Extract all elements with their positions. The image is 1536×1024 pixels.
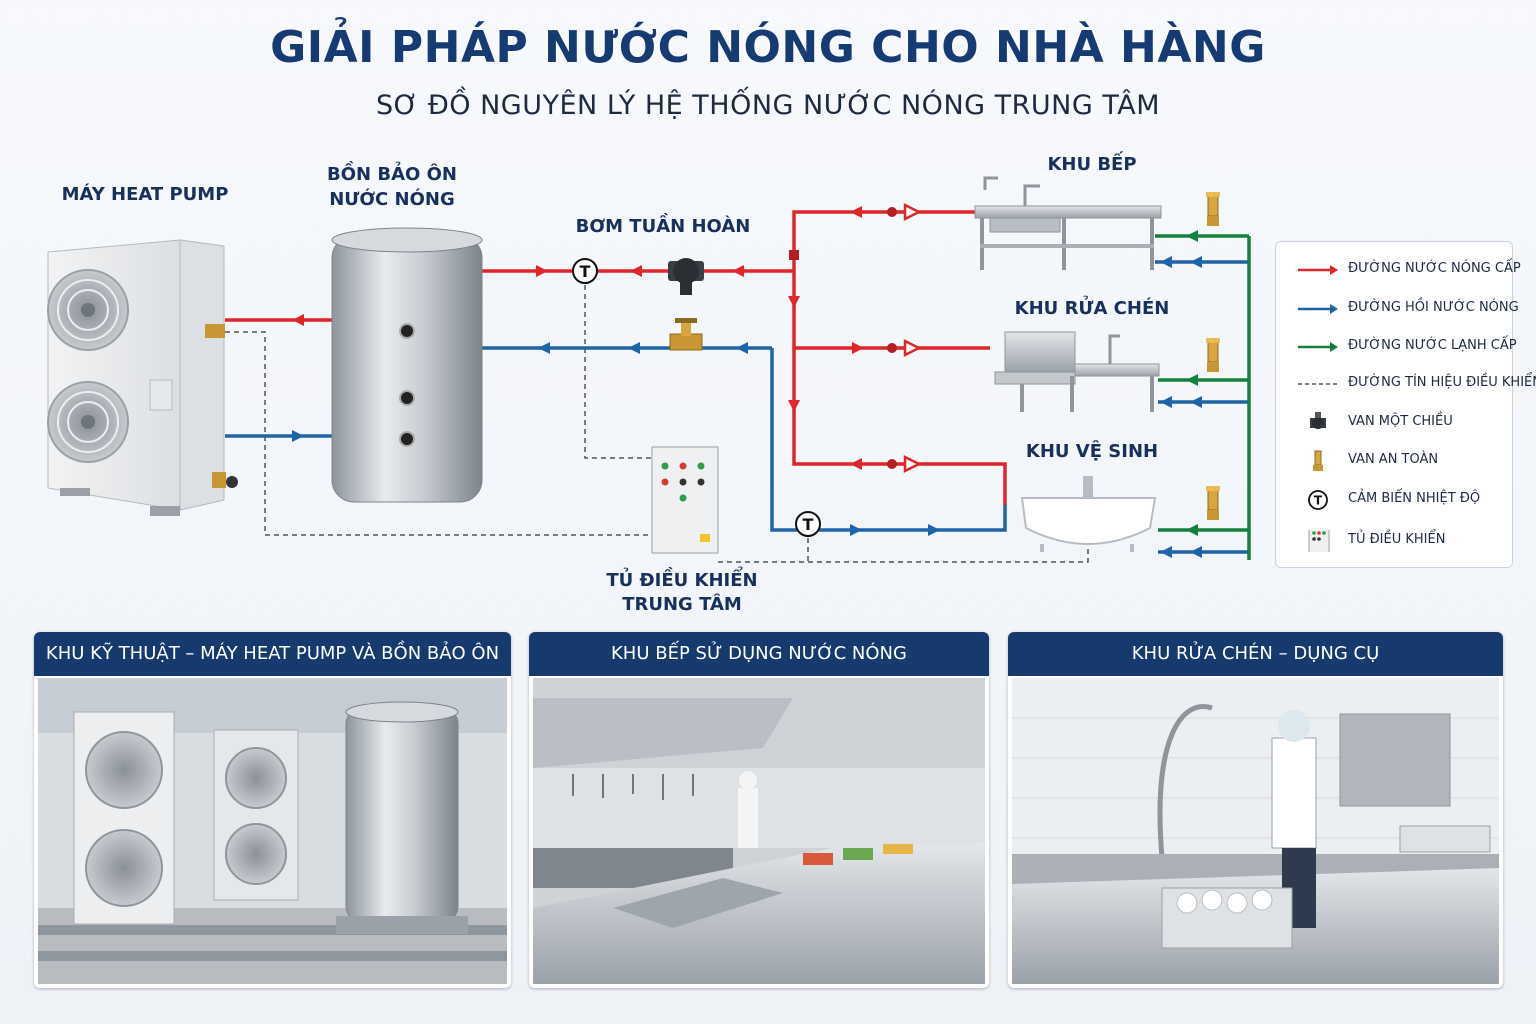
legend-item-cold-supply: ĐƯỜNG NƯỚC LẠNH CẤP (1276, 332, 1517, 362)
legend-label: ĐƯỜNG NƯỚC LẠNH CẤP (1348, 338, 1517, 353)
legend-item-hot-supply: ĐƯỜNG NƯỚC NÓNG CẤP (1276, 255, 1521, 285)
svg-text:T: T (803, 515, 814, 534)
schematic-diagram: T T (47, 176, 1251, 563)
legend-label: ĐƯỜNG TÍN HIỆU ĐIỀU KHIỂN (1348, 375, 1536, 390)
legend-label: ĐƯỜNG NƯỚC NÓNG CẤP (1348, 261, 1521, 276)
temperature-sensor-icon: T (1308, 490, 1328, 510)
kitchen-sink (974, 176, 1162, 270)
restroom-label: KHU VỆ SINH (1025, 441, 1159, 462)
tank-label-line1: BỒN BẢO ÔN (327, 164, 457, 185)
cold-supply-arrows (1186, 230, 1198, 536)
legend-label: VAN AN TOÀN (1348, 452, 1439, 467)
red-arrow-line-icon (1298, 265, 1338, 275)
legend-item-safety-valve: VAN AN TOÀN (1276, 446, 1514, 476)
hot-check-valves (789, 202, 922, 474)
tank-label-line2: NƯỚC NÓNG (329, 189, 455, 210)
panel-title: KHU RỬA CHÉN – DỤNG CỤ (1008, 632, 1503, 676)
svg-text:T: T (580, 262, 591, 281)
dashed-line-icon (1298, 383, 1338, 385)
controller-label-line1: TỦ ĐIỀU KHIỂN (606, 570, 758, 591)
hot-return-arrows (292, 256, 1202, 558)
panel-kitchen: KHU BẾP SỬ DỤNG NƯỚC NÓNG (529, 632, 989, 988)
page-title: GIẢI PHÁP NƯỚC NÓNG CHO NHÀ HÀNG (270, 22, 1266, 73)
temperature-sensor: T (572, 258, 598, 284)
legend-label: CẢM BIẾN NHIỆT ĐỘ (1348, 491, 1481, 506)
control-signal-lines (225, 285, 1089, 563)
fan-icon (47, 269, 129, 351)
control-cabinet (651, 446, 719, 554)
panel-title: KHU KỸ THUẬT – MÁY HEAT PUMP VÀ BỒN BẢO … (34, 632, 511, 676)
legend-item-signal: ĐƯỜNG TÍN HIỆU ĐIỀU KHIỂN (1276, 369, 1536, 399)
blue-arrow-line-icon (1298, 304, 1338, 314)
page-subtitle: SƠ ĐỒ NGUYÊN LÝ HỆ THỐNG NƯỚC NÓNG TRUNG… (375, 90, 1161, 121)
panel-title: KHU BẾP SỬ DỤNG NƯỚC NÓNG (529, 632, 989, 676)
fan-icon (47, 381, 129, 463)
safety-valve-icon (1313, 450, 1323, 471)
legend-item-control-cabinet: TỦ ĐIỀU KHIỂN (1276, 526, 1514, 556)
legend-label: VAN MỘT CHIỀU (1348, 414, 1453, 429)
cold-supply-pipes (1155, 234, 1251, 560)
heat-pump-label: MÁY HEAT PUMP (61, 184, 229, 205)
safety-valves (1206, 192, 1220, 520)
legend-item-hot-return: ĐƯỜNG HỒI NƯỚC NÓNG (1276, 294, 1519, 324)
return-check-valve (669, 318, 703, 351)
restroom-sink (1020, 476, 1157, 552)
controller-label-line2: TRUNG TÂM (622, 594, 742, 615)
heat-pump-unit (47, 239, 238, 516)
svg-text:T: T (1314, 494, 1323, 508)
dishwash-photo (1012, 678, 1499, 984)
legend-item-temperature-sensor: T CẢM BIẾN NHIỆT ĐỘ (1276, 485, 1514, 515)
panel-dishwash: KHU RỬA CHÉN – DỤNG CỤ (1008, 632, 1503, 988)
temperature-sensor: T (795, 511, 821, 537)
circulation-pump (668, 258, 704, 295)
check-valve-icon (1310, 412, 1326, 429)
hot-supply-arrows (292, 206, 864, 470)
kitchen-photo (533, 678, 985, 984)
dishwash-station (994, 331, 1160, 412)
legend-label: TỦ ĐIỀU KHIỂN (1348, 532, 1446, 547)
technical-area-photo (38, 678, 507, 984)
pump-label: BƠM TUẦN HOÀN (575, 216, 751, 237)
kitchen-label: KHU BẾP (1047, 154, 1137, 175)
control-cabinet-icon (1308, 530, 1330, 552)
storage-tank (331, 227, 483, 503)
legend: ĐƯỜNG NƯỚC NÓNG CẤP ĐƯỜNG HỒI NƯỚC NÓNG … (1275, 241, 1536, 568)
green-arrow-line-icon (1298, 342, 1338, 352)
panel-technical-area: KHU KỸ THUẬT – MÁY HEAT PUMP VÀ BỒN BẢO … (34, 632, 511, 988)
legend-item-check-valve: VAN MỘT CHIỀU (1276, 408, 1514, 438)
legend-label: ĐƯỜNG HỒI NƯỚC NÓNG (1348, 300, 1519, 315)
dishwash-label: KHU RỬA CHÉN (1014, 298, 1170, 319)
